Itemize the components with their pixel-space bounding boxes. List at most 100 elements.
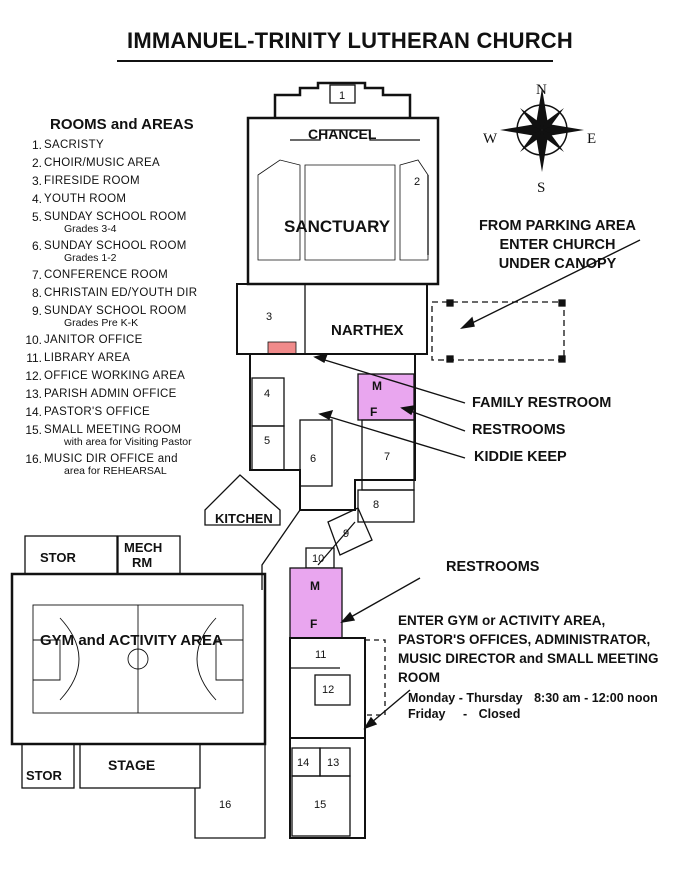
hours-friday-label: Friday — [408, 707, 446, 721]
pews-right — [399, 159, 429, 261]
chancel-apse — [273, 81, 412, 118]
room-number-4: 4 — [264, 388, 270, 400]
legend-item-label: PARISH ADMIN OFFICE — [44, 388, 177, 400]
callout-enter-gym-line: ENTER GYM or ACTIVITY AREA, — [398, 613, 606, 628]
room-1-sacristy — [329, 84, 356, 104]
legend-item-label: CONFERENCE ROOM — [44, 269, 168, 281]
chancel-step — [290, 129, 420, 141]
legend-item-label: SUNDAY SCHOOL ROOM — [44, 240, 187, 252]
label-rm: RM — [132, 555, 152, 570]
court-center-circle — [127, 648, 149, 670]
room-number-2: 2 — [414, 176, 420, 188]
callout-restrooms-upper: RESTROOMS — [472, 422, 566, 438]
callout-parking-line: UNDER CANOPY — [498, 256, 617, 272]
legend-item-label: MUSIC DIR OFFICE and — [44, 453, 178, 465]
room-number-15: 15 — [314, 799, 326, 811]
compass-rose — [500, 88, 584, 172]
sanctuary-outline — [246, 116, 440, 286]
room-number-10: 10 — [312, 553, 324, 565]
label-gym: GYM and ACTIVITY AREA — [40, 632, 223, 649]
legend-heading: ROOMS and AREAS — [50, 116, 194, 133]
legend-item-number: 4. — [31, 192, 42, 206]
room-number-6: 6 — [310, 453, 316, 465]
legend-item: 4.YOUTH ROOM — [24, 193, 239, 206]
legend-item-label: SACRISTY — [44, 139, 104, 151]
title-underline — [117, 60, 553, 62]
legend-item-subtext: Grades 3-4 — [64, 223, 117, 235]
compass-w: W — [483, 131, 498, 147]
legend-item-number: 10. — [25, 333, 42, 347]
room-8 — [357, 489, 415, 523]
court-arc-left — [59, 617, 80, 701]
room-4 — [251, 377, 285, 427]
callout-parking-line: FROM PARKING AREA — [478, 218, 637, 234]
legend-item-number: 12. — [25, 369, 42, 383]
legend-item-subtext: Grades 1-2 — [64, 252, 117, 264]
legend-item-number: 6. — [31, 239, 42, 253]
hours-friday-dash: - — [463, 707, 468, 721]
room-number-5: 5 — [264, 435, 270, 447]
legend-item: 8.CHRISTAIN ED/YOUTH DIR — [24, 287, 239, 300]
callout-enter-gym-line: ROOM — [398, 670, 440, 685]
canopy-post — [446, 299, 454, 307]
hours-friday: Friday - Closed — [408, 707, 698, 721]
legend-item-number: 16. — [25, 452, 42, 466]
room-number-7: 7 — [384, 451, 390, 463]
hours-weekday: Monday - Thursday 8:30 am - 12:00 noon — [408, 691, 698, 705]
label-stor-top: STOR — [40, 550, 76, 565]
callout-parking-line: ENTER CHURCH — [499, 237, 616, 253]
callout-parking: FROM PARKING AREA ENTER CHURCH UNDER CAN… — [460, 217, 655, 274]
legend-item-subtext: Grades Pre K-K — [64, 317, 139, 329]
lower-office-block — [289, 737, 366, 839]
legend-item-label: CHOIR/MUSIC AREA — [44, 157, 160, 169]
legend-item-label: OFFICE WORKING AREA — [44, 370, 186, 382]
canopy-post — [558, 355, 566, 363]
canopy-post — [558, 299, 566, 307]
legend-item-label: FIRESIDE ROOM — [44, 175, 140, 187]
label-sanctuary: SANCTUARY — [284, 217, 391, 236]
label-f-lower: F — [310, 617, 317, 631]
legend-item-number: 2. — [31, 156, 42, 170]
canopy-post — [446, 355, 454, 363]
legend-item: 7.CONFERENCE ROOM — [24, 269, 239, 282]
label-chancel: CHANCEL — [308, 126, 377, 142]
room-number-11: 11 — [315, 649, 326, 661]
family-restroom-fill — [357, 373, 415, 421]
gym-outline — [10, 572, 267, 746]
compass-e: E — [587, 131, 596, 147]
pews-left — [257, 159, 301, 261]
room-16-area — [194, 743, 266, 839]
legend-item-number: 8. — [31, 286, 42, 300]
legend-item-number: 3. — [31, 174, 42, 188]
legend-item-label: JANITOR OFFICE — [44, 334, 143, 346]
legend-item-number: 9. — [31, 304, 42, 318]
legend-item: 1.SACRISTY — [24, 139, 239, 152]
room-15 — [291, 775, 351, 837]
restroom-lower-fill — [289, 567, 343, 639]
arrow-kiddie-keep — [319, 413, 466, 459]
callout-kiddie-keep: KIDDIE KEEP — [474, 449, 567, 465]
room-number-12: 12 — [322, 684, 334, 696]
hours-weekday-time: 8:30 am - 12:00 noon — [534, 691, 658, 705]
room-number-1: 1 — [339, 90, 345, 102]
legend-item-subtext: with area for Visiting Pastor — [64, 436, 192, 448]
compass-n: N — [536, 82, 547, 98]
court-key-left — [33, 639, 61, 681]
room-5 — [251, 425, 285, 471]
legend-item-label: SUNDAY SCHOOL ROOM — [44, 305, 187, 317]
room-number-14: 14 — [297, 757, 309, 769]
page-title: IMMANUEL-TRINITY LUTHERAN CHURCH — [127, 28, 573, 53]
legend-item: 13.PARISH ADMIN OFFICE — [24, 388, 239, 401]
legend-item-number: 15. — [25, 423, 42, 437]
room-number-16: 16 — [219, 799, 231, 811]
rooms-legend: ROOMS and AREAS 1.SACRISTY 2.CHOIR/MUSIC … — [24, 116, 239, 482]
callout-enter-gym-line: MUSIC DIRECTOR and SMALL MEETING — [398, 651, 659, 666]
connector-corridor — [261, 509, 356, 590]
legend-item-number: 7. — [31, 268, 42, 282]
